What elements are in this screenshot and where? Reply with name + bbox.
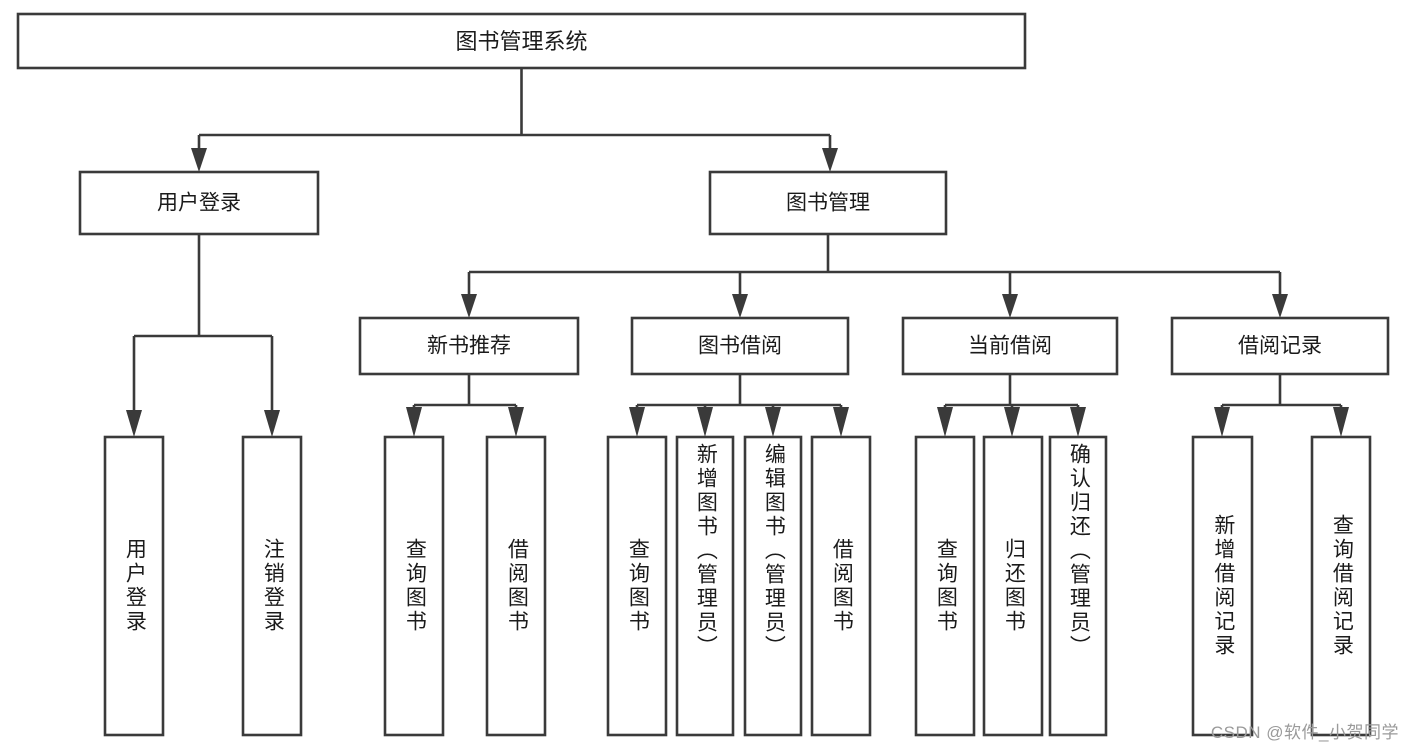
node-book-borrow[interactable]: 图书借阅 [630, 316, 850, 376]
arrow-head-leaf-query-book-3 [937, 407, 953, 437]
node-root[interactable]: 图书管理系统 [16, 12, 1027, 70]
node-root-box[interactable] [16, 12, 1027, 70]
node-new-book-recommend-label: 新书推荐 [427, 335, 511, 358]
arrow-head-leaf-borrow-book-2 [833, 407, 849, 437]
arrow-head-user-login [191, 148, 207, 172]
leaf-user-login-box[interactable] [103, 435, 165, 737]
node-borrow-record-label: 借阅记录 [1238, 335, 1322, 358]
arrow-head-book-management [822, 148, 838, 172]
arrow-head-new-book-recommend [461, 294, 477, 318]
arrow-head-leaf-query-record [1333, 407, 1349, 437]
node-book-borrow-box[interactable] [630, 316, 850, 376]
arrow-head-book-borrow [732, 294, 748, 318]
arrow-head-leaf-query-book-1 [406, 407, 422, 437]
arrow-head-current-borrow [1002, 294, 1018, 318]
node-user-login-box[interactable] [78, 170, 320, 236]
node-user-login[interactable]: 用户登录 [78, 170, 320, 236]
node-new-book-recommend[interactable]: 新书推荐 [358, 316, 580, 376]
node-book-borrow-label: 图书借阅 [698, 335, 782, 358]
arrow-head-leaf-query-book-2 [629, 407, 645, 437]
arrow-head-leaf-edit-book [765, 407, 781, 437]
leaf-edit-book-box[interactable] [743, 435, 803, 737]
leaf-box-layer [103, 435, 1372, 737]
leaf-return-book-box[interactable] [982, 435, 1044, 737]
leaf-borrow-book-1-box[interactable] [485, 435, 547, 737]
node-new-book-recommend-box[interactable] [358, 316, 580, 376]
arrow-head-leaf-return-book [1004, 407, 1020, 437]
node-current-borrow-label: 当前借阅 [968, 335, 1052, 358]
node-borrow-record[interactable]: 借阅记录 [1170, 316, 1390, 376]
node-book-management-label: 图书管理 [786, 192, 870, 215]
leaf-query-book-2-box[interactable] [606, 435, 668, 737]
arrow-head-borrow-record [1272, 294, 1288, 318]
leaf-query-book-1-box[interactable] [383, 435, 445, 737]
leaf-borrow-book-2-box[interactable] [810, 435, 872, 737]
leaf-confirm-return-box[interactable] [1048, 435, 1108, 737]
node-current-borrow[interactable]: 当前借阅 [901, 316, 1119, 376]
leaf-add-book-box[interactable] [675, 435, 735, 737]
node-current-borrow-box[interactable] [901, 316, 1119, 376]
arrow-head-leaf-add-book [697, 407, 713, 437]
node-book-management-box[interactable] [708, 170, 948, 236]
arrow-head-leaf-confirm-return [1070, 407, 1086, 437]
arrow-head-leaf-borrow-book-1 [508, 407, 524, 437]
arrow-head-leaf-logout [264, 410, 280, 437]
leaf-query-record-box[interactable] [1310, 435, 1372, 737]
node-user-login-label: 用户登录 [157, 192, 241, 215]
node-book-management[interactable]: 图书管理 [708, 170, 948, 236]
connector-layer [126, 68, 1349, 437]
node-root-label: 图书管理系统 [455, 29, 587, 54]
leaf-add-record-box[interactable] [1191, 435, 1254, 737]
leaf-logout-box[interactable] [241, 435, 303, 737]
arrow-head-leaf-add-record [1214, 407, 1230, 437]
watermark-text: CSDN @软件_小贺同学 [1210, 723, 1399, 742]
leaf-query-book-3-box[interactable] [914, 435, 976, 737]
arrow-head-leaf-user-login [126, 410, 142, 437]
node-borrow-record-box[interactable] [1170, 316, 1390, 376]
